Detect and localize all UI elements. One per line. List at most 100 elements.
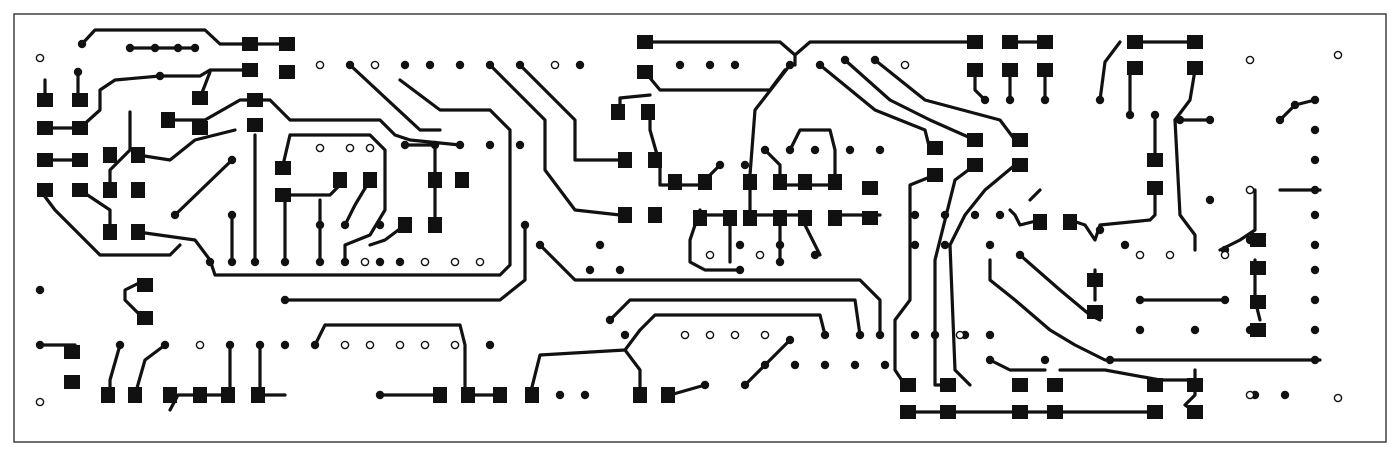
via-pad — [1205, 115, 1215, 125]
via-pad — [980, 95, 990, 105]
trace — [108, 110, 132, 192]
via-pad — [985, 240, 995, 250]
smd-pad — [1187, 61, 1203, 75]
smd-pad — [1087, 273, 1103, 287]
via-pad — [585, 265, 595, 275]
smd-pad — [279, 37, 295, 51]
smd-pad — [275, 161, 291, 175]
via-pad — [1310, 295, 1320, 305]
smd-pad — [131, 182, 145, 198]
via-pad — [820, 330, 830, 340]
trace — [1128, 68, 1197, 122]
smd-pad — [461, 387, 475, 403]
smd-pad — [1250, 233, 1266, 247]
open-hole — [360, 257, 370, 267]
trace — [348, 63, 442, 132]
open-hole — [705, 250, 715, 260]
open-hole — [365, 340, 375, 350]
trace — [78, 68, 257, 130]
open-hole — [315, 60, 325, 70]
trace — [123, 278, 147, 317]
via-pad — [255, 340, 265, 350]
via-pad — [395, 257, 405, 267]
via-pad — [705, 60, 715, 70]
via-pad — [485, 60, 495, 70]
trace — [988, 258, 1322, 362]
via-pad — [940, 240, 950, 250]
open-hole — [955, 330, 965, 340]
smd-pad — [455, 172, 469, 188]
smd-pad — [1250, 261, 1266, 275]
via-pad — [1310, 155, 1320, 165]
smd-pad — [103, 224, 117, 240]
via-pad — [555, 390, 565, 400]
via-pad — [1135, 295, 1145, 305]
smd-pad — [247, 93, 263, 107]
via-pad — [810, 250, 820, 260]
open-hole — [475, 257, 485, 267]
via-pad — [115, 340, 125, 350]
open-hole — [345, 143, 355, 153]
smd-pad — [668, 174, 682, 190]
via-pad — [1135, 325, 1145, 335]
via-pad — [910, 240, 920, 250]
smd-pad — [641, 104, 655, 120]
via-pad — [173, 43, 183, 53]
smd-pad — [637, 35, 653, 49]
trace — [648, 108, 702, 187]
smd-pad — [927, 141, 943, 155]
via-pad — [1310, 240, 1320, 250]
open-hole — [370, 60, 380, 70]
open-hole — [340, 340, 350, 350]
via-pad — [250, 257, 260, 267]
smd-pad — [192, 121, 208, 135]
via-pad — [280, 340, 290, 350]
via-pad — [785, 60, 795, 70]
trace — [136, 78, 512, 277]
via-pad — [735, 240, 745, 250]
smd-pad — [1012, 158, 1028, 172]
smd-pad — [967, 63, 983, 77]
via-pad — [875, 145, 885, 155]
via-pad — [580, 390, 590, 400]
via-pad — [1310, 355, 1320, 365]
via-pad — [820, 360, 830, 370]
open-hole — [450, 257, 460, 267]
via-pad — [1310, 125, 1320, 135]
trace — [313, 323, 467, 397]
via-pad — [1245, 325, 1255, 335]
trace — [1138, 258, 1262, 322]
smd-pad — [103, 182, 117, 198]
via-pad — [375, 390, 385, 400]
board-outline — [13, 13, 1387, 443]
trace — [38, 188, 182, 257]
smd-pad — [161, 112, 175, 128]
trace — [728, 218, 782, 264]
trace — [948, 163, 1017, 387]
smd-pad — [1002, 35, 1018, 49]
via-pad — [225, 340, 235, 350]
open-hole — [450, 340, 460, 350]
smd-pad — [618, 152, 632, 168]
smd-pad — [773, 174, 787, 190]
via-pad — [535, 240, 545, 250]
mounting-hole-group — [35, 50, 1343, 407]
trace — [1218, 188, 1257, 252]
trace — [133, 343, 167, 397]
via-pad — [785, 335, 795, 345]
via-pad — [190, 43, 200, 53]
trace — [643, 68, 787, 92]
smd-pad — [137, 278, 153, 292]
smd-pad — [1127, 61, 1143, 75]
via-pad — [170, 210, 180, 220]
trace — [688, 208, 742, 272]
via-pad — [1275, 115, 1285, 125]
smd-pad — [333, 172, 347, 188]
open-hole — [420, 340, 430, 350]
smd-pad — [193, 387, 207, 403]
via-pad — [315, 220, 325, 230]
smd-pad — [1187, 405, 1203, 419]
via-pad — [775, 240, 785, 250]
via-pad — [340, 257, 350, 267]
smd-pad — [247, 118, 263, 132]
